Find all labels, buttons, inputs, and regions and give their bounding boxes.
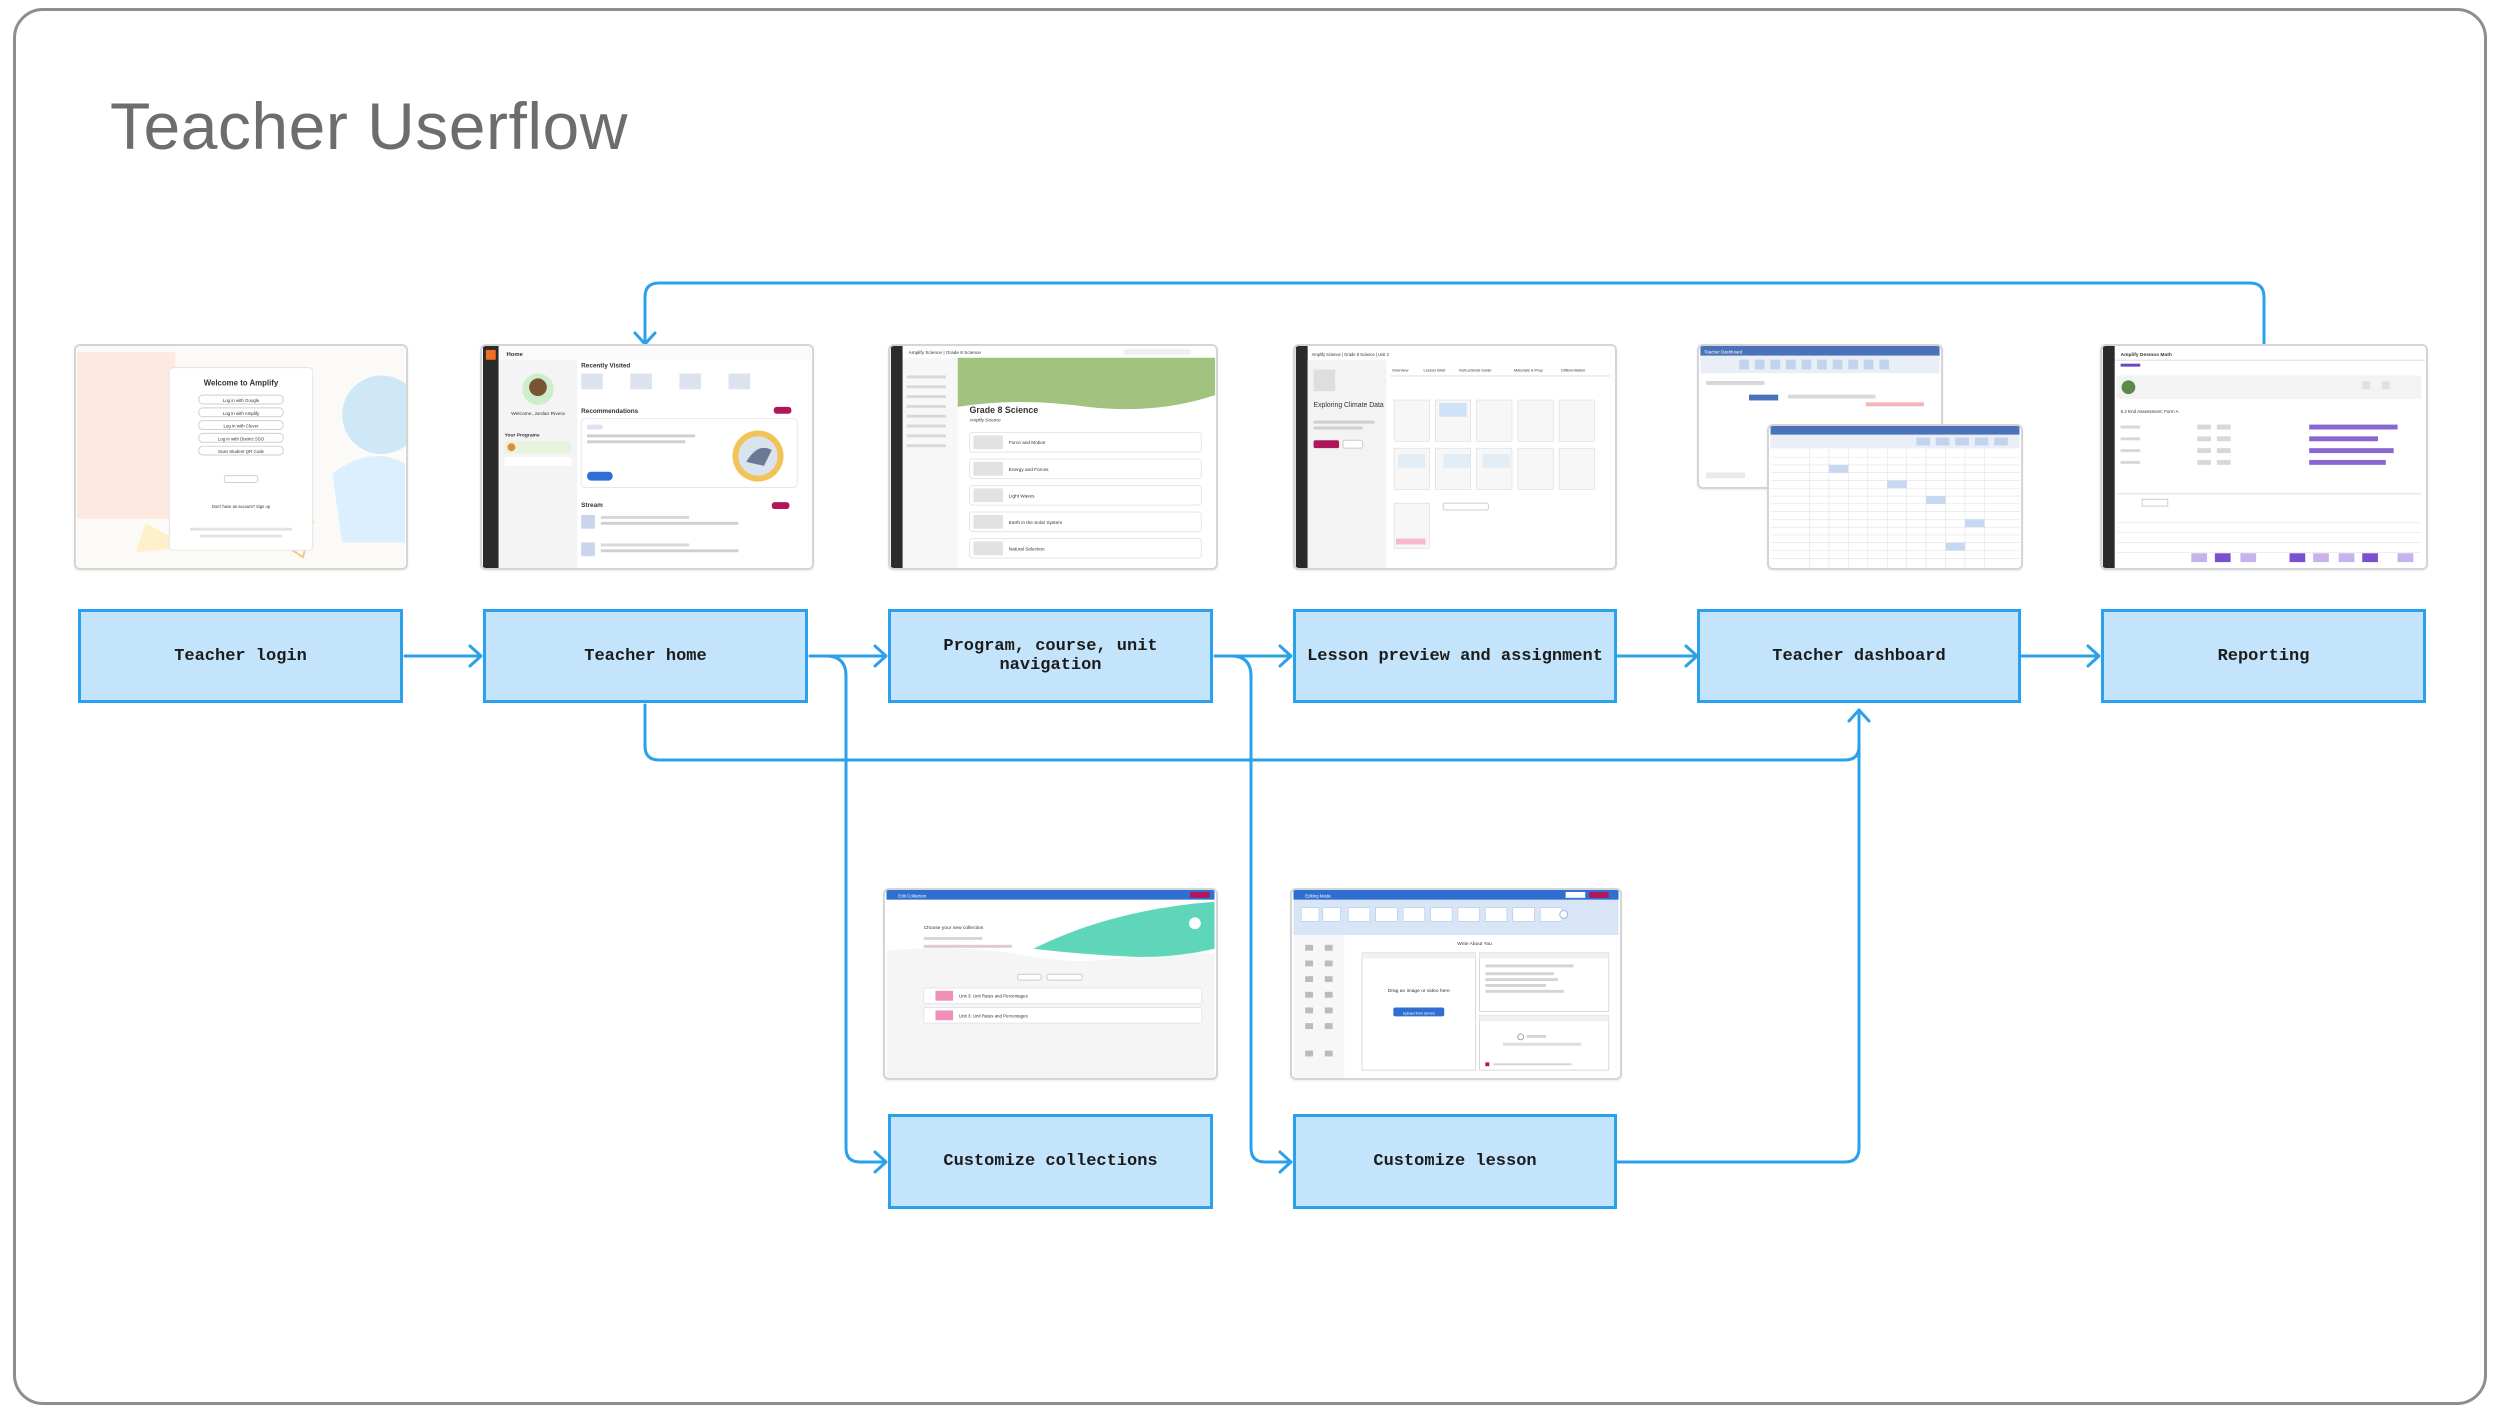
svg-text:Your Programs: Your Programs [505, 432, 540, 438]
svg-text:Editing Mode: Editing Mode [1305, 893, 1331, 898]
svg-text:Teacher Dashboard: Teacher Dashboard [1704, 349, 1743, 354]
arrow-home-to-collections [824, 654, 887, 1164]
node-teacher-home: Teacher home [483, 609, 808, 703]
svg-text:Recommendations: Recommendations [581, 408, 638, 415]
svg-text:6.2 End Assessment: Form A: 6.2 End Assessment: Form A [2121, 409, 2179, 414]
svg-text:Instructional Guide: Instructional Guide [1459, 368, 1492, 373]
arrow-customize-lesson-to-dashboard [1613, 709, 1861, 1164]
program-navigation-screenshot: Amplify Science | Grade 8 Science Grade … [888, 344, 1218, 570]
node-customize-lesson: Customize lesson [1293, 1114, 1617, 1209]
diagram-title: Teacher Userflow [110, 89, 628, 163]
teacher-login-screenshot: Welcome to Amplify Log in with Google Lo… [74, 344, 408, 570]
svg-text:Materials & Prep: Materials & Prep [1514, 368, 1544, 373]
login-heading: Welcome to Amplify [204, 378, 279, 387]
unit-list: Force and Motion Energy and Forces Light… [969, 431, 1202, 559]
arrowhead [873, 1150, 888, 1174]
arrowhead [1278, 644, 1293, 668]
teacher-dashboard-screenshot: Teacher Dashboard [1697, 344, 2025, 570]
lesson-tabs: Overview Lesson Brief Instructional Guid… [1392, 368, 1585, 373]
node-customize-collections: Customize collections [888, 1114, 1213, 1209]
node-teacher-login: Teacher login [78, 609, 403, 703]
node-teacher-dashboard: Teacher dashboard [1697, 609, 2021, 703]
svg-text:Energy and Forces: Energy and Forces [1009, 467, 1049, 472]
svg-text:Grade 8 Science: Grade 8 Science [970, 405, 1039, 415]
node-program-course-unit-navigation: Program, course, unit navigation [888, 609, 1213, 703]
arrowhead [468, 644, 483, 668]
svg-text:Upload from device: Upload from device [1403, 1011, 1435, 1015]
svg-text:Log in with District SSO: Log in with District SSO [218, 436, 265, 441]
customize-collections-screenshot: Edit Collection Choose your new collecti… [883, 888, 1218, 1080]
svg-text:Overview: Overview [1392, 368, 1408, 373]
lesson-preview-screenshot: Amplify Science | Grade 8 Science | Unit… [1293, 344, 1617, 570]
svg-text:Amplify Science | Grade 8 Sc: Amplify Science | Grade 8 Science | Unit… [1312, 352, 1390, 357]
svg-text:Edit Collection: Edit Collection [898, 893, 927, 898]
svg-text:Log in with Amplify: Log in with Amplify [223, 411, 260, 416]
svg-text:Write About You: Write About You [1457, 941, 1492, 947]
svg-text:Unit 3: Unit Rates and Percent: Unit 3: Unit Rates and Percentages [959, 1013, 1029, 1018]
arrow-reporting-to-home [643, 281, 2266, 345]
arrowhead [2086, 644, 2101, 668]
svg-text:Stream: Stream [581, 502, 603, 509]
svg-text:Recently Visited: Recently Visited [581, 363, 630, 370]
reporting-screenshot: Amplify Desmos Math 6.2 End Assessment: … [2100, 344, 2428, 570]
svg-text:Lesson Brief: Lesson Brief [1424, 368, 1447, 373]
svg-text:Log in with Clever: Log in with Clever [223, 424, 259, 429]
arrow-program-to-customize-lesson [1229, 654, 1292, 1164]
svg-text:Exploring Climate Data: Exploring Climate Data [1314, 402, 1384, 409]
svg-text:Light Waves: Light Waves [1009, 493, 1035, 498]
svg-text:Amplify Desmos Math: Amplify Desmos Math [2121, 352, 2172, 358]
svg-text:Earth in the Solar System: Earth in the Solar System [1009, 520, 1062, 525]
login-options: Log in with Google Log in with Amplify L… [198, 394, 284, 456]
svg-text:Welcome, Jordan Rivera: Welcome, Jordan Rivera [511, 411, 565, 417]
svg-text:Don't have an account? Sign up: Don't have an account? Sign up [212, 504, 271, 509]
svg-text:Differentiation: Differentiation [1561, 368, 1585, 373]
svg-text:Natural Selection: Natural Selection [1009, 546, 1045, 551]
svg-text:Amplify Science: Amplify Science [970, 418, 1002, 423]
teacher-home-screenshot: Home Welcome, Jordan Rivera Your Program… [480, 344, 814, 570]
svg-text:Choose your new collection: Choose your new collection [924, 925, 984, 931]
arrowhead [1847, 708, 1871, 723]
svg-text:Scan Student QR Code: Scan Student QR Code [218, 449, 265, 454]
svg-text:Log in with Google: Log in with Google [223, 398, 260, 403]
svg-text:Force and Motion: Force and Motion [1009, 440, 1046, 445]
arrowhead [1278, 1150, 1293, 1174]
svg-text:Home: Home [507, 352, 524, 358]
svg-text:Amplify Science | Grade 8 Sc: Amplify Science | Grade 8 Science [909, 350, 982, 355]
svg-text:Drag an image or video here: Drag an image or video here [1388, 988, 1450, 994]
node-lesson-preview-and-assignment: Lesson preview and assignment [1293, 609, 1617, 703]
customize-lesson-screenshot: Editing Mode Write About You Drag an ima… [1290, 888, 1622, 1080]
svg-text:Unit 3: Unit Rates and Percent: Unit 3: Unit Rates and Percentages [959, 994, 1029, 999]
node-reporting: Reporting [2101, 609, 2426, 703]
arrowhead [873, 644, 888, 668]
